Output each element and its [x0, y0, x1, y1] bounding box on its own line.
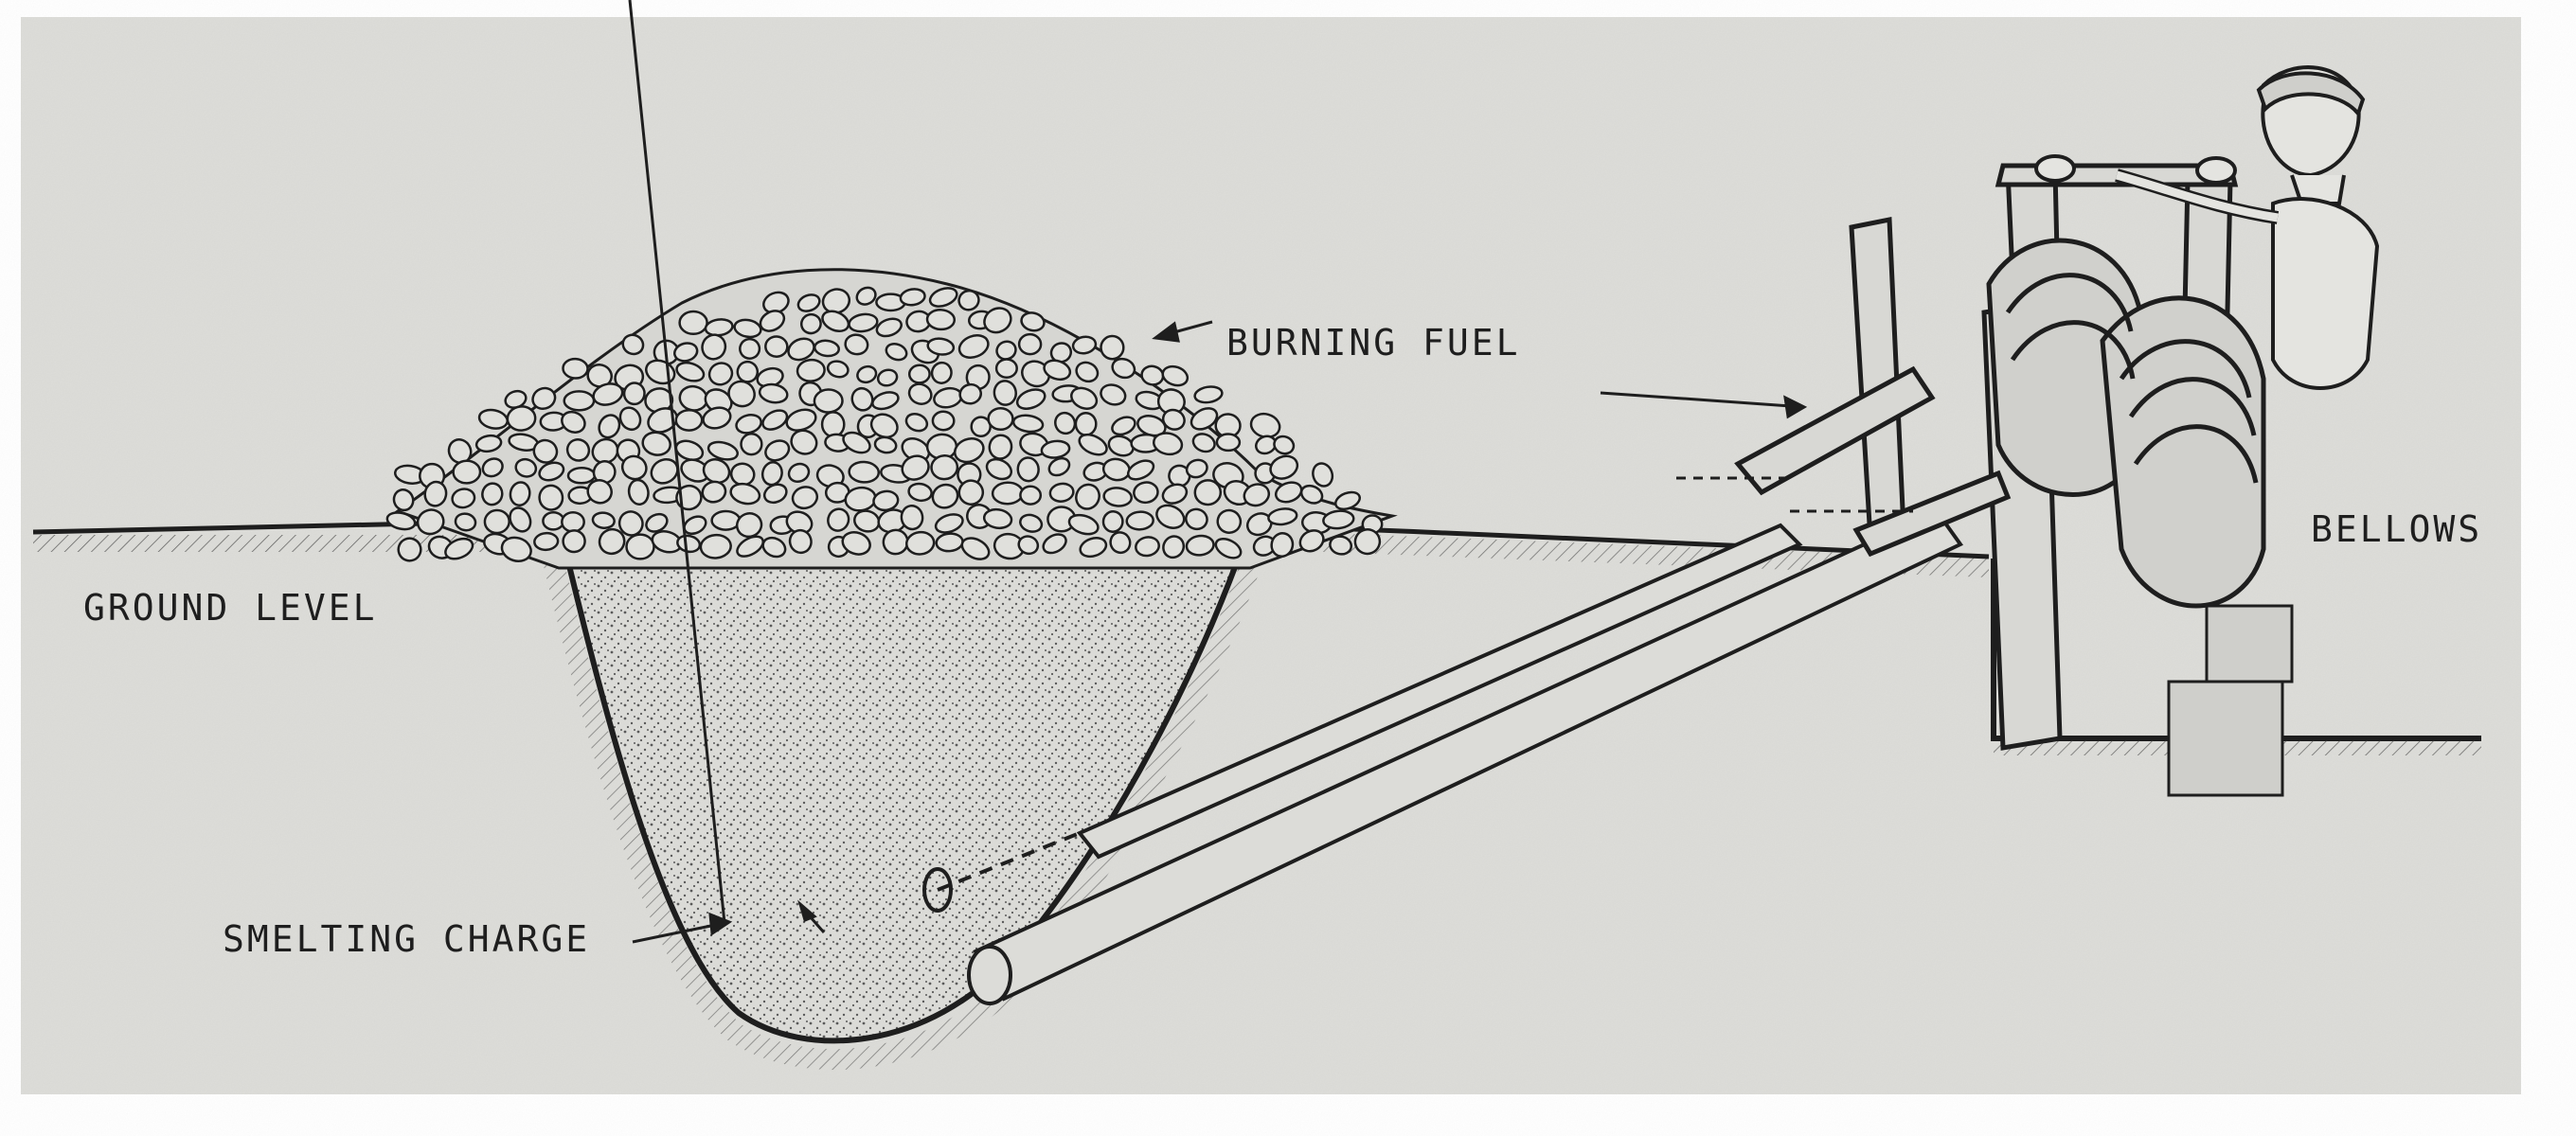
fuel-stone [926, 310, 955, 330]
label-smelting-charge: SMELTING CHARGE [223, 918, 590, 960]
fuel-stone [996, 360, 1017, 378]
fuel-stone [741, 434, 762, 455]
fuel-stone [930, 454, 957, 480]
fuel-stone [543, 512, 564, 530]
fuel-stone [453, 460, 480, 484]
label-burning-fuel: BURNING FUEL [1226, 322, 1521, 364]
fuel-stone [534, 532, 559, 550]
fuel-stone [680, 311, 707, 334]
fuel-stone [1100, 336, 1124, 360]
fuel-stone [1102, 510, 1124, 533]
fuel-stone [1017, 457, 1039, 482]
fuel-stone [814, 389, 842, 413]
fuel-stone [933, 412, 955, 431]
fuel-stone [822, 412, 845, 436]
fuel-stone [562, 529, 586, 553]
fuel-stone [1019, 334, 1042, 355]
label-ground-level: GROUND LEVEL [83, 587, 378, 629]
fuel-stone [1217, 434, 1240, 451]
fuel-stone [712, 511, 741, 530]
fuel-stone [988, 408, 1012, 430]
fuel-stone [1076, 413, 1096, 435]
fuel-stone [765, 336, 788, 358]
label-bellows: BELLOWS [2311, 508, 2482, 550]
fuel-stone [676, 410, 703, 431]
fuel-stone [564, 391, 594, 410]
fuel-stone [909, 364, 930, 382]
fuel-stone [1126, 511, 1154, 530]
fuel-stone [484, 509, 510, 534]
fuel-stone [1020, 487, 1041, 505]
fuel-stone [563, 358, 588, 379]
fuel-stone [849, 461, 879, 483]
fuel-stone [1194, 480, 1221, 506]
fuel-stone [627, 535, 654, 559]
fuel-stone [568, 468, 595, 483]
fuel-stone [562, 512, 583, 531]
fuel-stone [993, 482, 1024, 504]
